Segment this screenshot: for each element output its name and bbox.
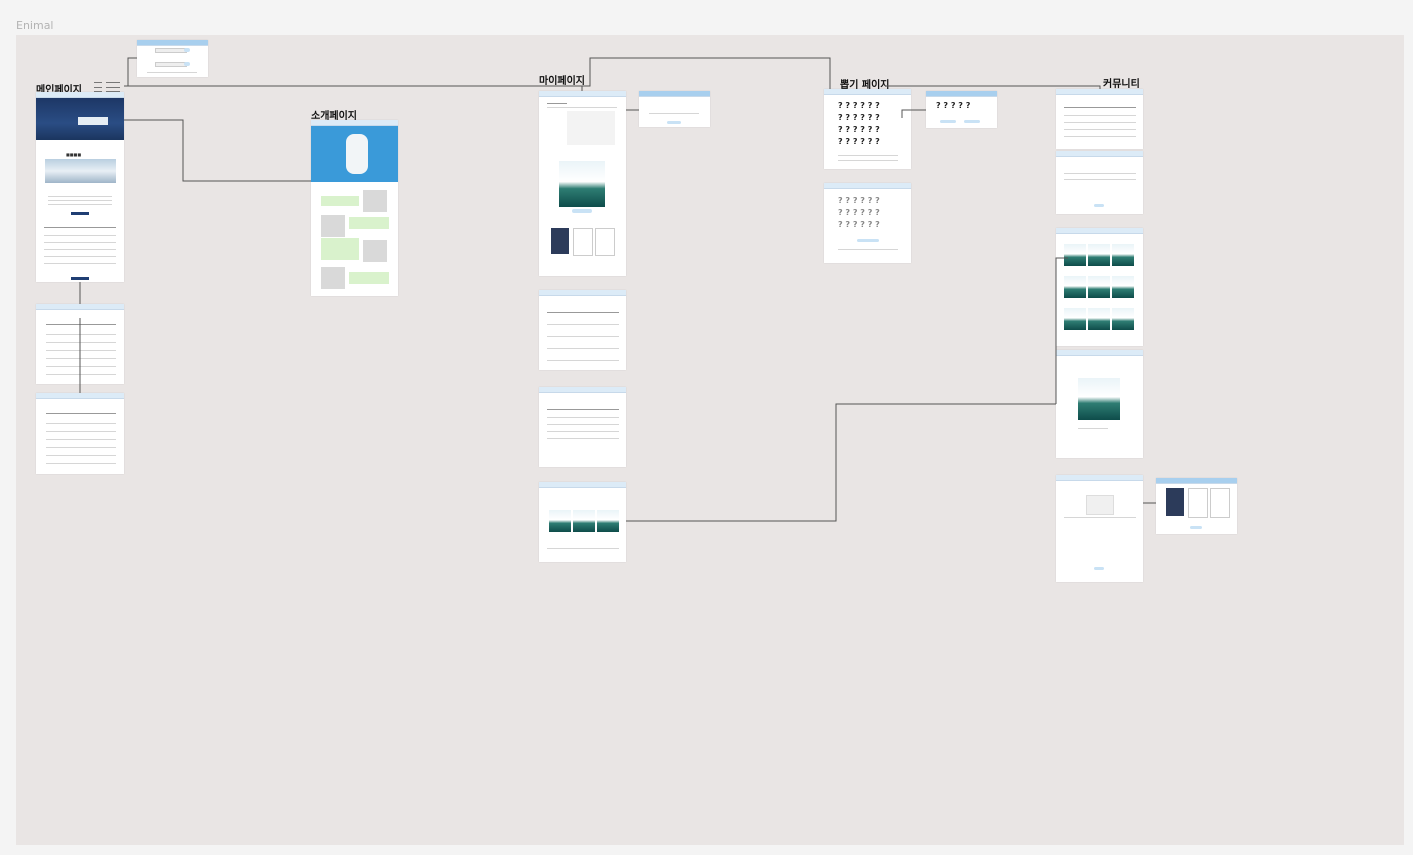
ranking-detail-frame[interactable] xyxy=(36,393,124,474)
label-intro-page: 소개페이지 xyxy=(311,111,357,122)
community-edit-frame[interactable] xyxy=(1056,475,1143,582)
main-nav-annotations xyxy=(92,79,124,94)
label-draw-page: 뽑기 페이지 xyxy=(840,80,890,91)
mypage-popup-frame[interactable] xyxy=(639,91,710,127)
ranking-page-frame[interactable] xyxy=(36,304,124,384)
login-popup-frame[interactable] xyxy=(137,40,208,77)
community-list-frame[interactable] xyxy=(1056,89,1143,149)
intro-page-frame[interactable] xyxy=(311,120,398,296)
community-write-frame[interactable] xyxy=(1056,151,1143,214)
label-community: 커뮤니티 xyxy=(1103,79,1140,90)
mypage-history-frame[interactable] xyxy=(539,387,626,467)
community-post-frame[interactable] xyxy=(1056,350,1143,458)
mypage-calendar-frame[interactable] xyxy=(539,290,626,370)
label-main-page: 메인페이지 xyxy=(36,85,82,96)
main-page-frame[interactable]: ■■■■ xyxy=(36,92,124,282)
draw-page-frame[interactable]: ? ? ? ? ? ? ? ? ? ? ? ? ? ? ? ? ? ? ? ? … xyxy=(824,89,911,169)
design-board xyxy=(16,35,1404,845)
mypage-main-frame[interactable] xyxy=(539,91,626,276)
canvas-title: Enimal xyxy=(16,19,54,32)
mypage-posts-frame[interactable] xyxy=(539,482,626,562)
community-gallery-frame[interactable] xyxy=(1056,228,1143,346)
draw-history-frame[interactable]: ? ? ? ? ? ? ? ? ? ? ? ? ? ? ? ? ? ? xyxy=(824,183,911,263)
label-my-page: 마이페이지 xyxy=(539,76,585,87)
draw-result-popup[interactable]: ? ? ? ? ? xyxy=(926,91,997,128)
community-select-popup[interactable] xyxy=(1156,478,1237,534)
